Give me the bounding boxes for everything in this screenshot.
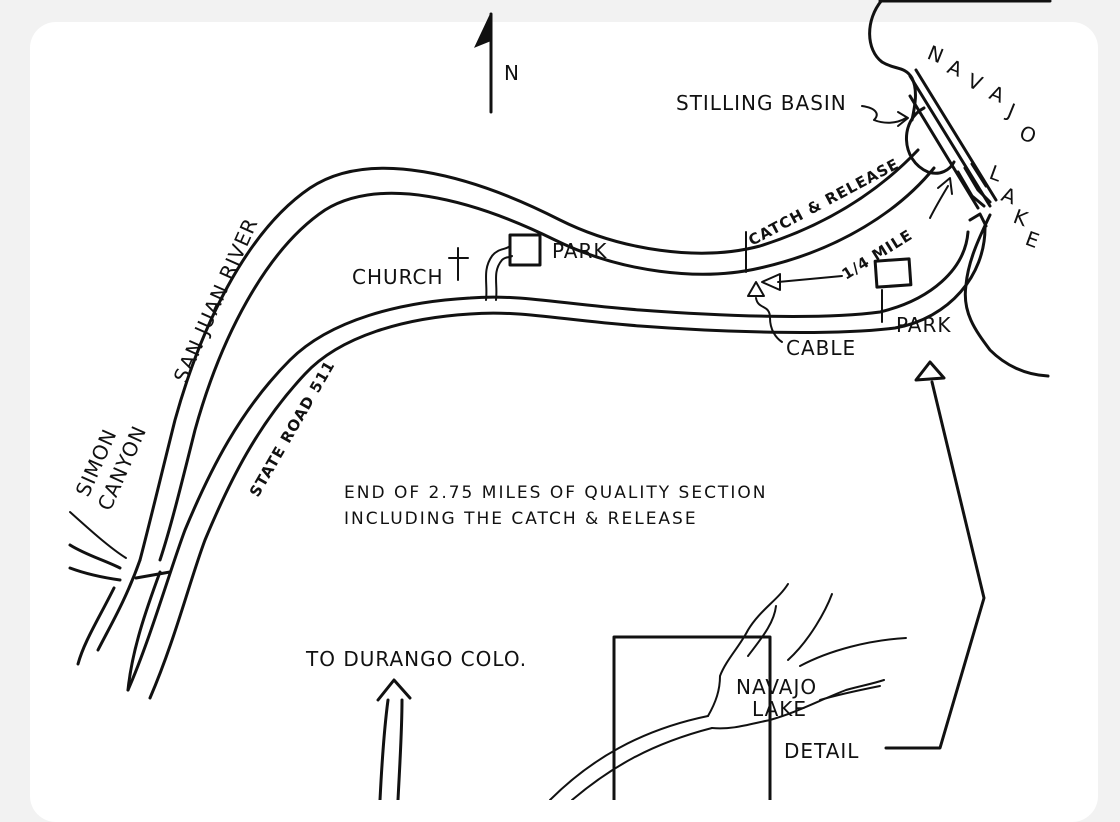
dam-structure (908, 68, 998, 210)
stilling-basin-arrowhead (897, 111, 909, 127)
church-cross-icon (448, 247, 469, 281)
detail-pointer-arrow (884, 360, 986, 750)
church-label: CHURCH (352, 265, 444, 289)
simon-canyon-tributary (69, 511, 127, 559)
park-upper-icon (508, 233, 542, 267)
svg-text:L: L (986, 160, 1006, 187)
park-lower-label: PARK (896, 313, 951, 337)
note-line-1: END OF 2.75 MILES OF QUALITY SECTION (344, 483, 767, 503)
svg-text:N: N (924, 40, 948, 68)
san-juan-river-channel (68, 148, 936, 692)
stilling-basin-label: STILLING BASIN (676, 91, 847, 115)
catch-release-label: CATCH & RELEASE (745, 155, 902, 250)
inset-lake-label: LAKE (752, 697, 807, 721)
to-durango-label: TO DURANGO COLO. (305, 647, 527, 671)
lake-label: L A K E (986, 160, 1043, 253)
svg-text:V: V (964, 68, 987, 96)
inset-navajo-label: NAVAJO (736, 675, 817, 699)
svg-text:J: J (1002, 98, 1019, 124)
church-park-access-road (485, 245, 513, 301)
durango-arrow-icon (376, 678, 412, 800)
stilling-basin-pointer (861, 105, 907, 124)
state-road-label: STATE ROAD 511 (246, 357, 339, 500)
park-upper-label: PARK (552, 239, 607, 263)
cable-arrow-icon (747, 281, 783, 343)
map-card (30, 22, 1098, 822)
svg-text:E: E (1022, 226, 1043, 253)
quarter-mile-arrows (761, 177, 953, 291)
svg-text:A: A (986, 80, 1009, 108)
stilling-basin-shape (905, 106, 956, 175)
svg-text:O: O (1016, 120, 1041, 149)
navajo-lake-shoreline (868, 0, 1052, 378)
north-arrow-icon (474, 12, 493, 114)
map-container: N (30, 0, 1098, 822)
state-road-511 (126, 212, 988, 700)
svg-text:K: K (1010, 204, 1031, 231)
navajo-lake-label: N A V A J O (924, 40, 1041, 149)
detail-label: DETAIL (784, 739, 859, 763)
inset-detail-map (549, 583, 907, 800)
map-drawing: N (68, 0, 1052, 800)
note-line-2: INCLUDING THE CATCH & RELEASE (344, 509, 698, 529)
north-label: N (504, 61, 520, 85)
park-lower-icon (873, 257, 913, 289)
cable-label: CABLE (786, 336, 856, 360)
svg-text:A: A (944, 54, 967, 82)
